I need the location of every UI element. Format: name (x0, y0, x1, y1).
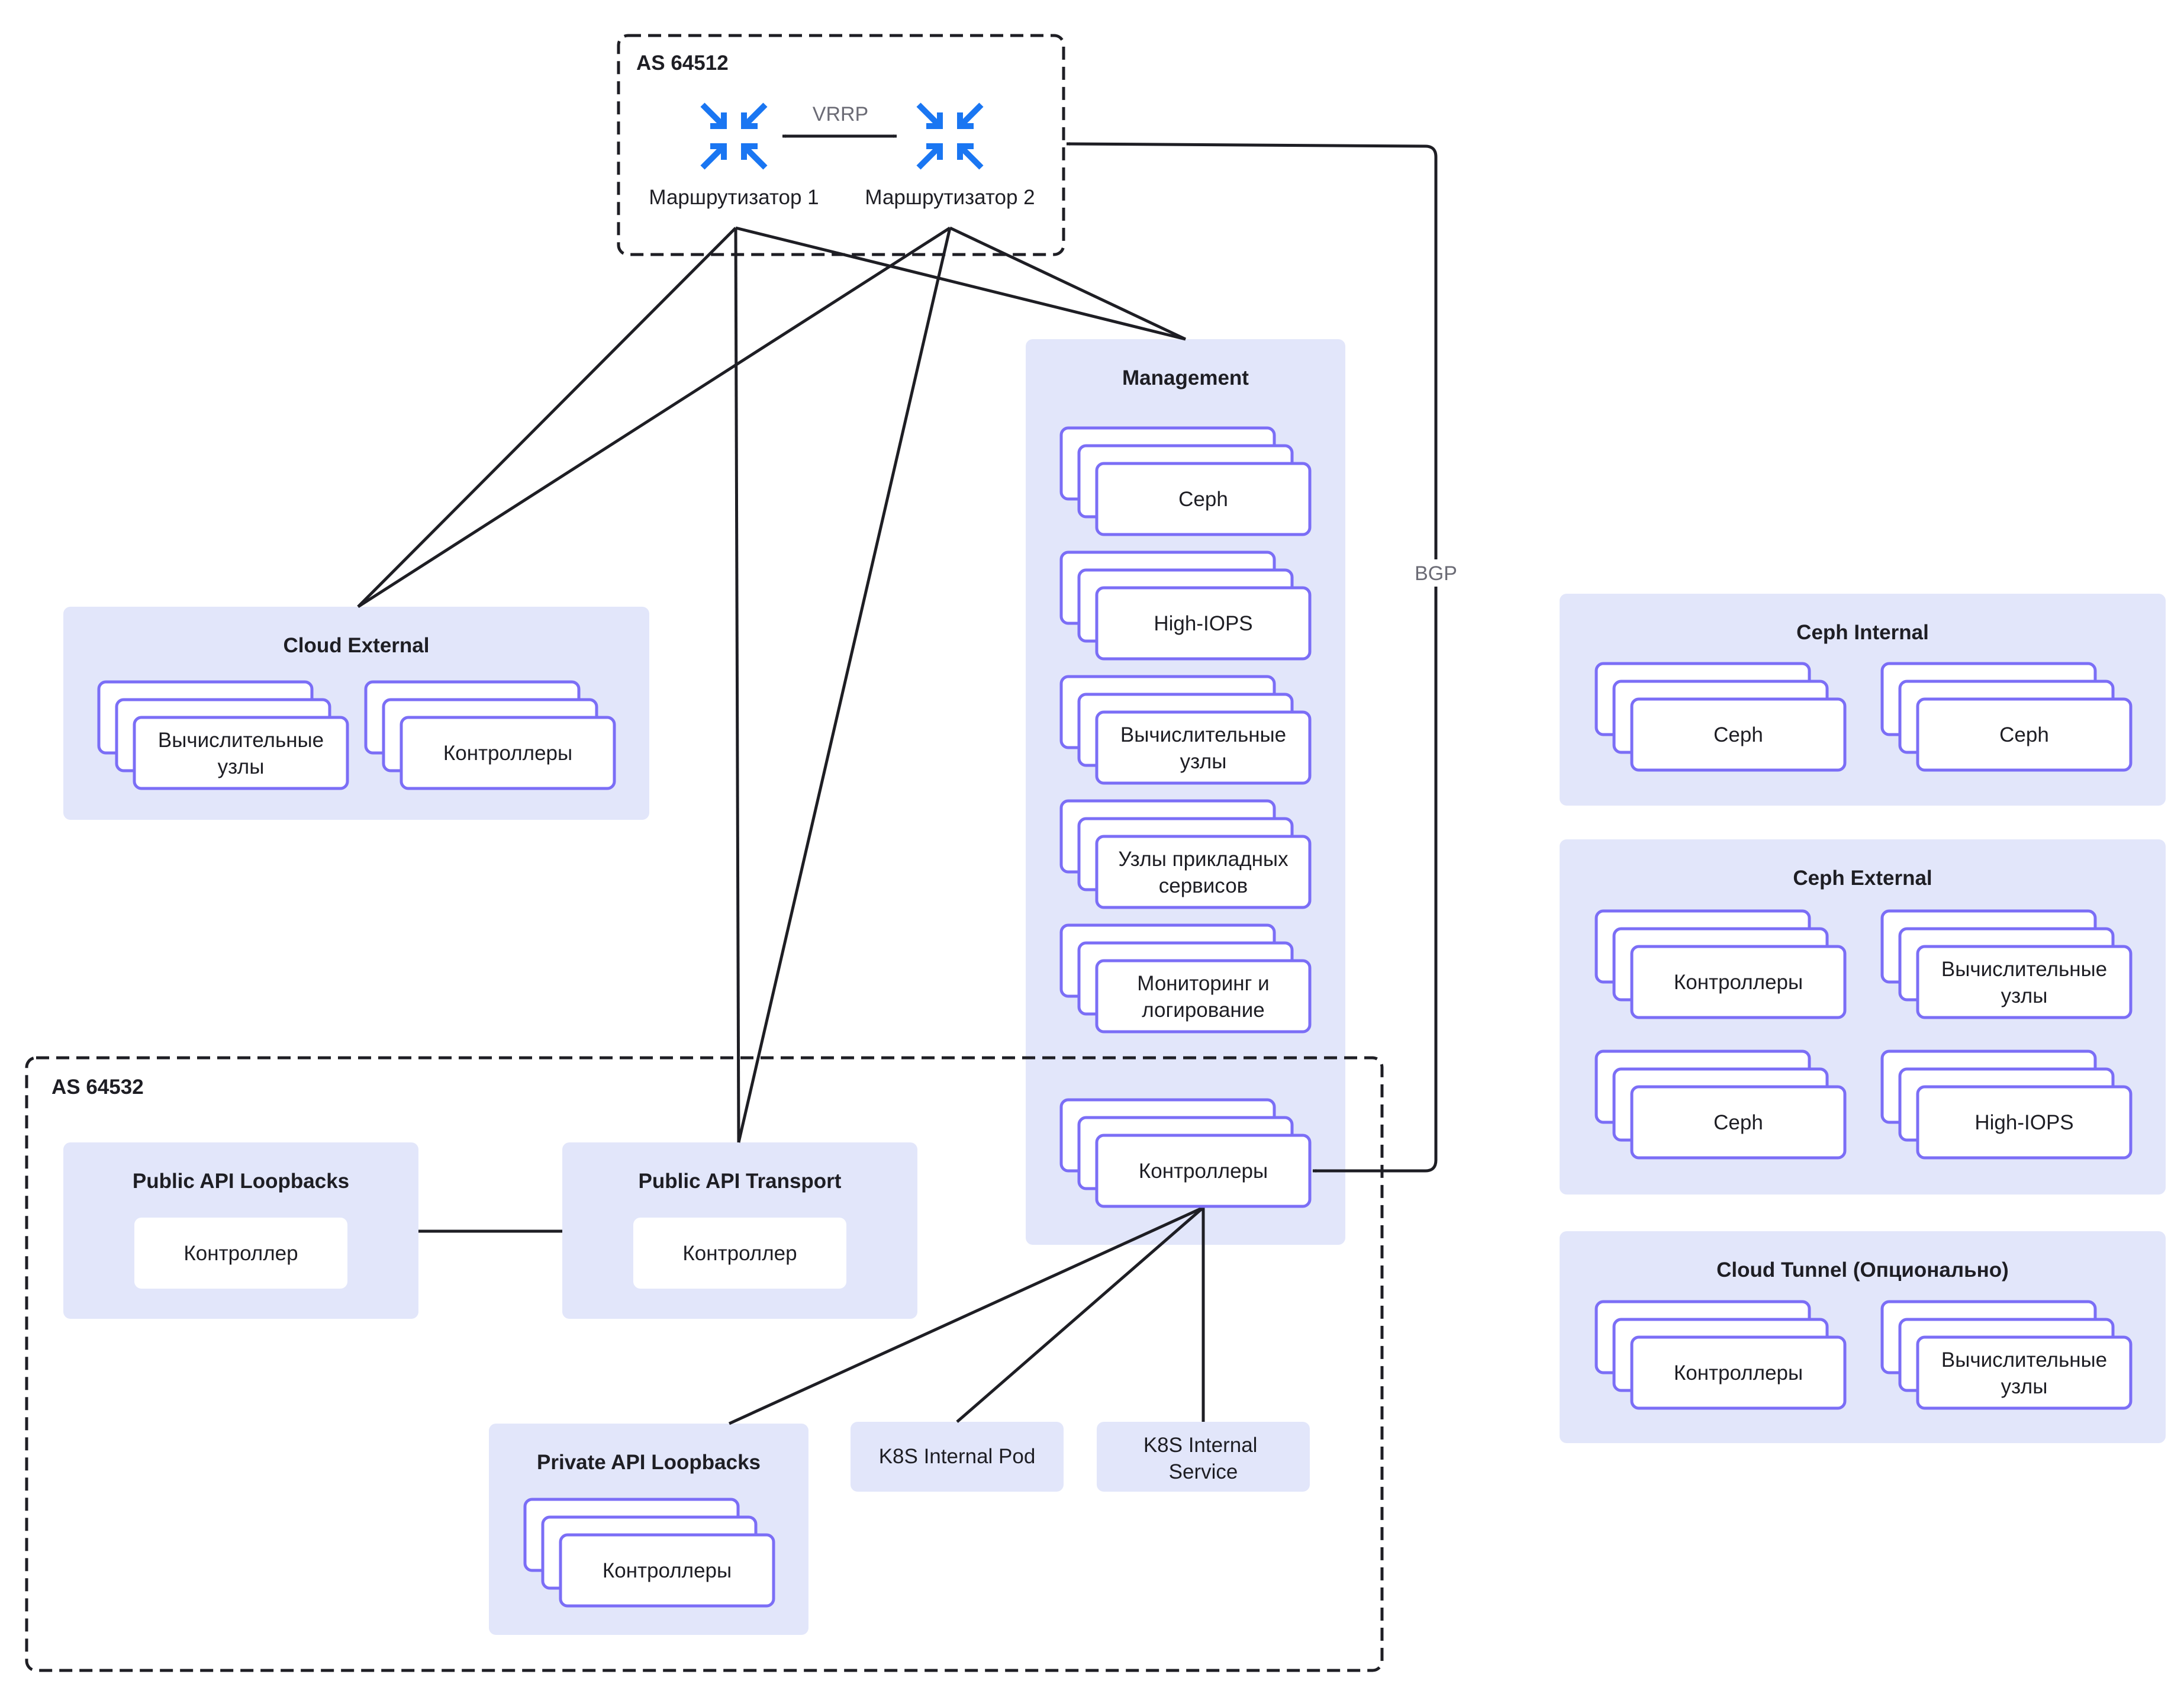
management-app-services-stack-label-line-1: Узлы прикладных (1118, 848, 1289, 871)
as-64532-box (25, 1056, 1384, 1672)
cloud-external-compute-stack-label-line-2: узлы (218, 755, 265, 778)
ceph-external-compute-stack-label: Вычислительные узлы (1941, 958, 2107, 1007)
management-controllers-stack-card (1095, 1134, 1312, 1208)
bgp-label: BGP (1415, 562, 1457, 585)
ceph-external-controllers-stack-label: Контроллеры (1674, 971, 1803, 994)
cloud-external-title: Cloud External (284, 634, 430, 657)
router-2-label: Маршрутизатор 2 (865, 186, 1035, 209)
ceph-external-highiops-stack-label: High-IOPS (1974, 1111, 2073, 1134)
ceph-internal-ceph-b-stack: Ceph (1880, 662, 2133, 772)
vrrp-label: VRRP (813, 103, 868, 125)
management-ceph-stack: Ceph (1059, 426, 1312, 536)
management-highiops-stack: High-IOPS (1059, 550, 1312, 661)
management-title: Management (1122, 366, 1249, 389)
cloud-external-compute-stack-label: Вычислительные узлы (158, 729, 324, 778)
management-ceph-stack-card (1095, 462, 1312, 536)
management-highiops-stack-label: High-IOPS (1154, 612, 1252, 635)
private-api-controllers-stack: Контроллеры (523, 1498, 775, 1608)
cloud-external-controllers-stack-card (400, 716, 616, 790)
management-compute-stack-card (1095, 710, 1312, 785)
cloud-external-compute-stack-card (133, 716, 349, 790)
cloud-external-controllers-stack-label: Контроллеры (443, 742, 572, 765)
ceph-external-title: Ceph External (1793, 867, 1932, 890)
k8s-internal-service-line-2: Service (1169, 1460, 1238, 1483)
management-app-services-stack-label-line-2: сервисов (1159, 874, 1248, 897)
router-1-label: Маршрутизатор 1 (649, 186, 819, 209)
ceph-external-compute-stack-card (1916, 945, 2133, 1019)
cloud-tunnel-compute-stack-label-line-1: Вычислительные (1941, 1348, 2107, 1372)
ceph-internal-ceph-b-stack-card (1916, 697, 2133, 772)
ceph-internal-ceph-b-stack-label: Ceph (1999, 723, 2049, 746)
ceph-external-controllers-stack-card (1630, 945, 1847, 1019)
management-monitoring-stack-label-line-2: логирование (1142, 999, 1265, 1022)
bgp-link (1066, 142, 1438, 1173)
cloud-tunnel-compute-stack-label-line-2: узлы (2001, 1375, 2048, 1398)
management-highiops-stack-card (1095, 586, 1312, 661)
ceph-internal-ceph-a-stack-label: Ceph (1713, 723, 1763, 746)
cloud-external-controllers-stack: Контроллеры (364, 680, 616, 790)
connections (357, 134, 1438, 1425)
public-api-loopbacks-controller-label: Контроллер (183, 1242, 298, 1265)
k8s-internal-service-line-1: K8S Internal (1143, 1434, 1258, 1457)
ceph-external-ceph-stack-card (1630, 1085, 1847, 1160)
management-compute-stack-label: Вычислительные узлы (1120, 723, 1286, 773)
private-api-controllers-stack-card (559, 1533, 775, 1608)
ceph-internal-title: Ceph Internal (1796, 621, 1929, 644)
management-app-services-stack-label: Узлы прикладных сервисов (1118, 848, 1289, 897)
ceph-internal-ceph-a-stack: Ceph (1594, 662, 1847, 772)
management-controllers-stack-label: Контроллеры (1139, 1160, 1268, 1183)
cloud-tunnel-title: Cloud Tunnel (Опционально) (1716, 1258, 2009, 1282)
cloud-tunnel-compute-stack: Вычислительные узлы (1880, 1300, 2133, 1410)
private-api-loopbacks-title: Private API Loopbacks (537, 1451, 761, 1474)
public-api-transport-controller-label: Контроллер (682, 1242, 797, 1265)
k8s-internal-pod-label: K8S Internal Pod (879, 1445, 1036, 1468)
ceph-external-compute-stack-label-line-1: Вычислительные (1941, 958, 2107, 981)
management-compute-stack: Вычислительные узлы (1059, 675, 1312, 785)
as-64512-label: AS 64512 (636, 51, 729, 75)
k8s-internal-service-panel (1097, 1422, 1310, 1492)
management-monitoring-stack-label: Мониторинг и логирование (1137, 972, 1269, 1022)
cloud-external-compute-stack: Вычислительные узлы (97, 680, 349, 790)
public-api-transport-title: Public API Transport (639, 1170, 842, 1193)
public-api-loopbacks-controller-box (134, 1218, 347, 1289)
as-64532-label: AS 64532 (51, 1076, 144, 1099)
management-compute-stack-label-line-2: узлы (1180, 750, 1227, 773)
management-monitoring-stack-label-line-1: Мониторинг и (1137, 972, 1269, 995)
cloud-tunnel-controllers-stack-card (1630, 1335, 1847, 1410)
k8s-internal-service-label: K8S Internal Service (1143, 1434, 1263, 1483)
public-api-loopbacks-title: Public API Loopbacks (133, 1170, 349, 1193)
management-monitoring-stack-card (1095, 959, 1312, 1034)
public-api-transport-controller-box (633, 1218, 846, 1289)
router-2-icon (916, 102, 984, 170)
ceph-external-ceph-stack: Ceph (1594, 1049, 1847, 1160)
bgp-label-bg (1412, 559, 1460, 587)
ceph-external-ceph-stack-label: Ceph (1713, 1111, 1763, 1134)
management-app-services-stack-card (1095, 835, 1312, 909)
management-controllers-stack: Контроллеры (1059, 1098, 1312, 1208)
management-compute-stack-label-line-1: Вычислительные (1120, 723, 1286, 746)
ceph-external-controllers-stack: Контроллеры (1594, 909, 1847, 1019)
cloud-tunnel-compute-stack-label: Вычислительные узлы (1941, 1348, 2107, 1398)
ceph-external-highiops-stack: High-IOPS (1880, 1049, 2133, 1160)
cloud-tunnel-controllers-stack-label: Контроллеры (1674, 1361, 1803, 1385)
k8s-internal-pod-panel (851, 1422, 1064, 1492)
ceph-external-highiops-stack-card (1916, 1085, 2133, 1160)
router-1-icon (700, 102, 768, 170)
management-ceph-stack-label: Ceph (1178, 488, 1228, 511)
private-api-controllers-stack-label: Контроллеры (603, 1559, 732, 1582)
management-app-services-stack: Узлы прикладных сервисов (1059, 799, 1312, 909)
cloud-external-compute-stack-label-line-1: Вычислительные (158, 729, 324, 752)
ceph-internal-ceph-a-stack-card (1630, 697, 1847, 772)
cloud-tunnel-controllers-stack: Контроллеры (1594, 1300, 1847, 1410)
management-monitoring-stack: Мониторинг и логирование (1059, 923, 1312, 1034)
cloud-tunnel-compute-stack-card (1916, 1335, 2133, 1410)
ceph-external-compute-stack-label-line-2: узлы (2001, 984, 2048, 1007)
ceph-external-compute-stack: Вычислительные узлы (1880, 909, 2133, 1019)
